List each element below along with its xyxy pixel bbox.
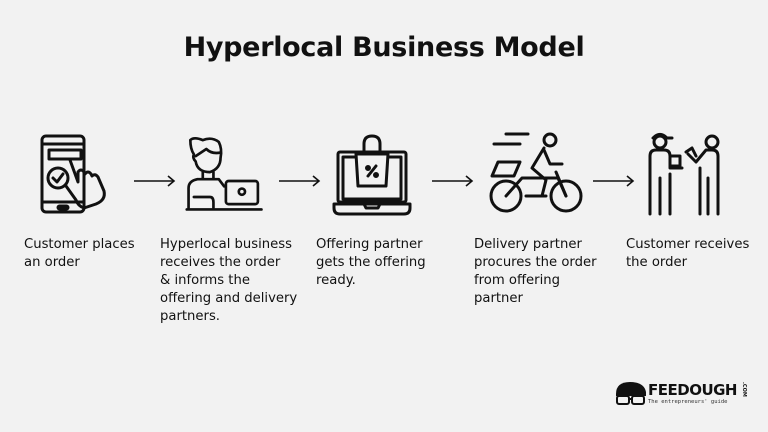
arrow-right-icon [279, 172, 321, 187]
step-1-description: Customer places an order [24, 237, 135, 270]
arrow-right-icon [432, 172, 474, 187]
step-3-description: Offering partner gets the offering ready… [316, 237, 426, 288]
package-handover-icon [644, 128, 724, 218]
arrow-right-icon [134, 172, 176, 187]
delivery-bicycle-icon [488, 128, 584, 218]
person-laptop-icon [185, 128, 265, 218]
feedough-logo: FEEDOUGH .COM The entrepreneurs' guide [614, 380, 754, 410]
step-2-description: Hyperlocal business receives the order &… [160, 237, 298, 324]
arrow-right-icon [593, 172, 635, 187]
logo-tagline: The entrepreneurs' guide [648, 399, 728, 405]
step-4-description: Delivery partner procures the order from… [474, 237, 597, 306]
step-5-description: Customer receives the order [626, 237, 750, 270]
glasses-face-icon [616, 382, 646, 405]
logo-suffix: .COM [741, 382, 747, 397]
laptop-shopping-bag-icon [332, 128, 412, 218]
logo-name: FEEDOUGH [648, 381, 738, 399]
diagram-title: Hyperlocal Business Model [183, 32, 585, 63]
smartphone-tap-check-icon [34, 128, 114, 218]
